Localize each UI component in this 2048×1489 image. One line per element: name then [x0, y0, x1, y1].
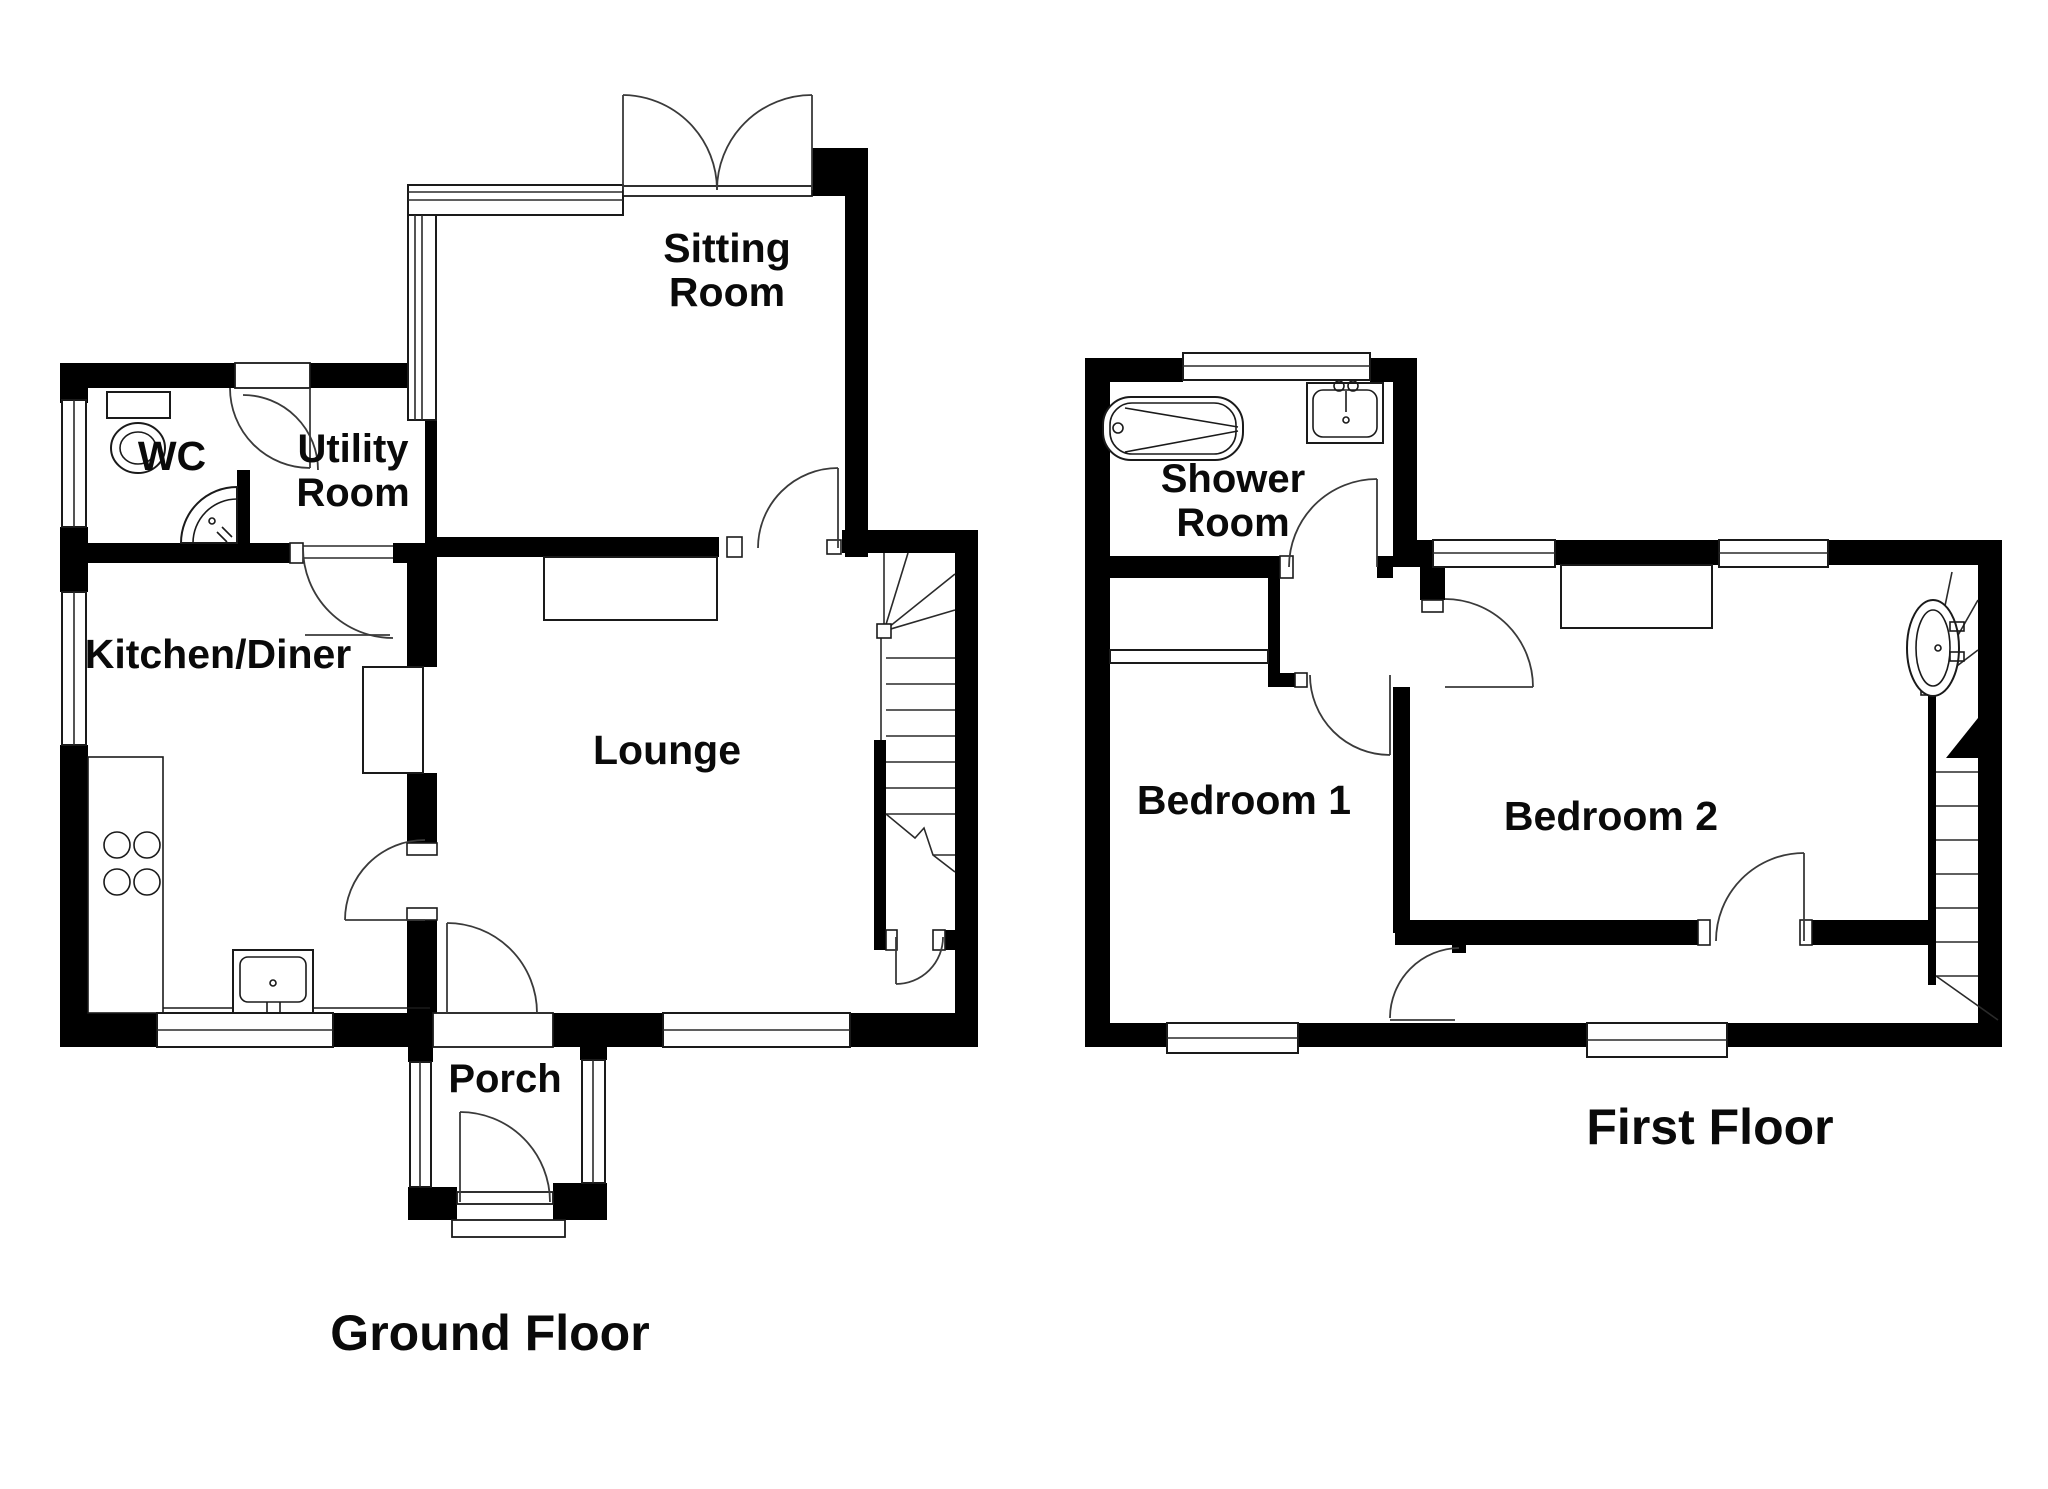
room-label-shower-line2: Room: [1176, 501, 1289, 545]
french-doors: [622, 94, 813, 197]
ground-floor-labels: WC Utility Room Sitting Room Kitchen/Din…: [85, 225, 791, 1361]
wc-door: [242, 394, 319, 471]
ground-floor-fixtures: [87, 391, 718, 1014]
bedroom2-chimney-breast: [1560, 564, 1713, 629]
shower-room-window: [1182, 352, 1371, 381]
first-floor-walls: [1085, 358, 2002, 1047]
first-floor-fixtures: [1102, 380, 1965, 697]
bedroom1-window: [1166, 1022, 1299, 1054]
utility-kitchen-door: [289, 542, 394, 639]
porch-outer-door: [451, 1111, 566, 1238]
room-label-kitchen: Kitchen/Diner: [85, 631, 352, 677]
lounge-chimney-breast: [543, 556, 718, 621]
first-floor-plan: Shower Room Bedroom 1 Bedroom 2 First Fl…: [1085, 352, 2002, 1155]
kitchen-bottom-window: [156, 1012, 334, 1048]
bedroom1-partition-band: [1109, 649, 1269, 664]
bath-fixture: [1102, 396, 1244, 461]
hob-fixture: [103, 831, 161, 896]
wc-window: [61, 399, 87, 528]
room-label-sitting-line2: Room: [669, 269, 785, 315]
room-label-utility-line2: Room: [296, 471, 409, 515]
sitting-lounge-door: [726, 467, 842, 558]
shower-room-door: [1279, 478, 1378, 579]
kitchen-side-window: [61, 591, 87, 746]
ground-floor-plan: WC Utility Room Sitting Room Kitchen/Din…: [60, 94, 978, 1361]
front-door: [432, 922, 554, 1048]
lounge-bottom-window: [662, 1012, 851, 1048]
utility-back-door: [229, 362, 311, 469]
kitchen-unit: [362, 666, 424, 774]
room-label-bedroom1: Bedroom 1: [1137, 777, 1351, 823]
bedroom1-door: [1294, 672, 1391, 756]
bedroom2-west-door: [1421, 598, 1534, 688]
bedroom2-entry-door: [1697, 852, 1813, 946]
room-label-shower-line1: Shower: [1161, 457, 1305, 501]
room-label-wc: WC: [138, 433, 206, 479]
ground-floor-doors: [229, 94, 946, 1238]
porch-left-window: [409, 1061, 432, 1188]
toilet-fixture: [106, 391, 171, 474]
stair-winder-wall: [1946, 688, 2002, 758]
first-floor-labels: Shower Room Bedroom 1 Bedroom 2 First Fl…: [1137, 457, 1834, 1155]
ground-floor-walls: [60, 148, 978, 1220]
room-label-porch: Porch: [448, 1057, 561, 1101]
landing-window: [1586, 1022, 1728, 1058]
floor-label-first: First Floor: [1586, 1099, 1833, 1155]
ground-floor-stairs: [876, 552, 956, 873]
bay-window-horizontal: [407, 184, 624, 216]
bedroom2-window-1: [1432, 539, 1556, 568]
room-label-bedroom2: Bedroom 2: [1504, 793, 1718, 839]
stair-newel: [876, 623, 892, 639]
kitchen-sink: [232, 949, 314, 1014]
porch-right-window: [581, 1059, 606, 1184]
bedroom2-window-2: [1718, 539, 1829, 568]
first-floor-doors: [1279, 478, 1813, 1021]
first-floor-windows: [1109, 352, 1829, 1058]
wc-corner-basin: [179, 485, 238, 544]
stair-break-line: [1935, 975, 1999, 1021]
porch-step: [451, 1219, 566, 1238]
understair-cupboard-door: [885, 929, 946, 985]
bay-window-vertical: [407, 214, 437, 421]
shower-room-sink: [1306, 380, 1384, 444]
stair-break-line: [885, 813, 956, 873]
room-label-lounge: Lounge: [593, 727, 741, 773]
room-label-utility-line1: Utility: [297, 427, 409, 471]
floor-label-ground: Ground Floor: [330, 1305, 649, 1361]
bedroom2-basin: [1906, 599, 1965, 697]
ground-floor-windows: [61, 184, 851, 1188]
kitchen-lounge-door: [344, 839, 438, 921]
room-label-sitting-line1: Sitting: [663, 225, 791, 271]
landing-door: [1389, 947, 1460, 1021]
